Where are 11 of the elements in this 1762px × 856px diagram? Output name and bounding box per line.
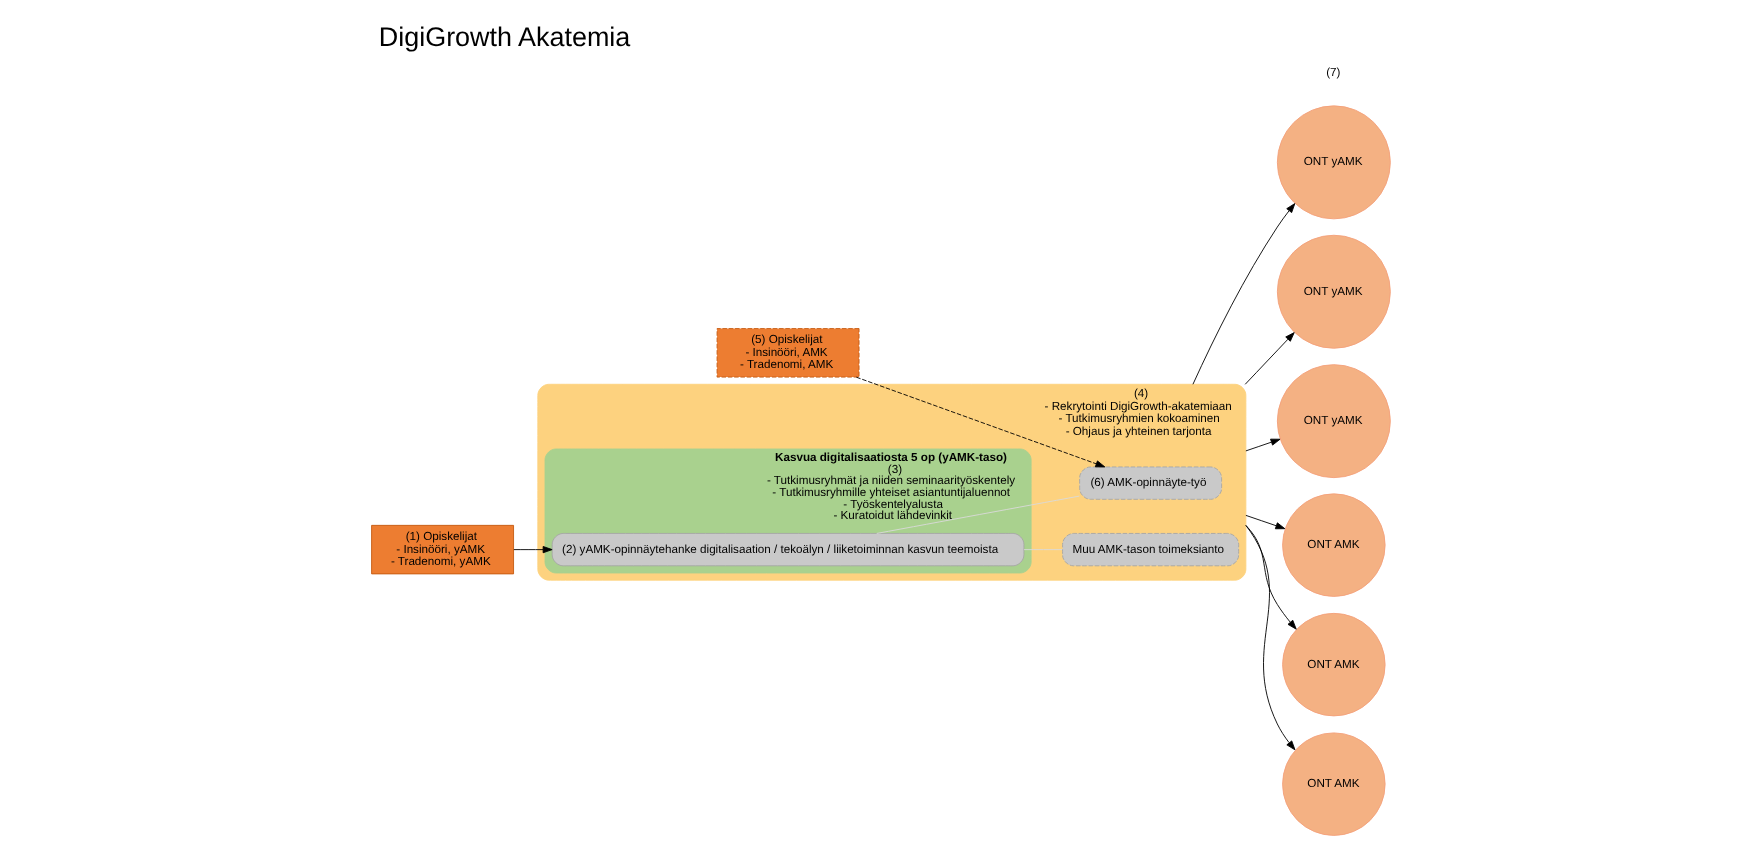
connector [1023, 549, 1063, 551]
arrow [1245, 524, 1297, 630]
diagram-title: DigiGrowth Akatemia [378, 21, 631, 52]
arrow [1245, 524, 1296, 751]
arrow [855, 376, 1106, 468]
arrow [1192, 203, 1296, 385]
connector [876, 495, 1080, 534]
arrow [1245, 438, 1281, 452]
arrow [1244, 332, 1295, 385]
arrow [1245, 514, 1286, 530]
arrow [513, 546, 553, 554]
